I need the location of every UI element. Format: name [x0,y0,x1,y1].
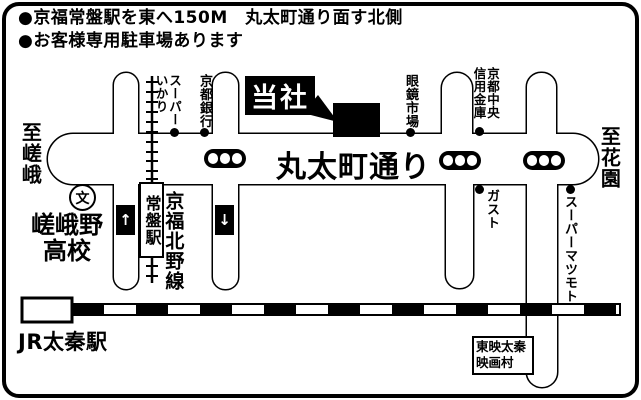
toei-line1: 東映太秦 [476,339,527,354]
shinkin-col1: 京都中央 [485,67,500,119]
tokiwa-station-box: 常盤駅 [139,182,164,258]
landmark-dot [566,185,575,194]
traffic-light-icon [204,149,246,168]
toei-eigamura-box: 東映太秦 映画村 [472,336,534,375]
jr-uzumasa-station-box [20,296,74,324]
school-symbol-icon: 文 [69,184,96,211]
landmark-dot [200,128,209,137]
keifuku-line-label: 京福北野線 [162,191,185,291]
landmark-dot [475,127,484,136]
roads-fill [48,73,598,387]
arrow-down-icon: ↓ [215,205,234,235]
jr-line-stripe [71,303,621,316]
super-matsumoto-label: スーパーマツモト [562,195,578,303]
toei-line2: 映画村 [476,355,514,371]
landmark-dot [170,128,179,137]
company-callout: 当社 [245,76,315,115]
kyoto-bank-label: 京都銀行 [197,74,213,128]
supermarket-ikari-label: スーパー いかり [153,74,183,126]
tokiwa-station-label: 常盤駅 [142,194,162,246]
landmark-dot [475,185,484,194]
megane-ichiba-label: 眼鏡市場 [403,74,419,128]
traffic-light-icon [439,151,481,170]
ikari-col2: いかり [153,74,169,113]
chuo-shinkin-label: 京都中央 信用金庫 [471,67,501,119]
sagano-line2: 高校 [43,237,91,265]
company-building-marker [333,103,380,137]
direction-east-label: 至花園 [597,126,622,189]
direction-west-label: 至嵯峨 [18,122,43,185]
main-road-label: 丸太町通り [276,150,431,185]
sagano-highschool-label: 嵯峨野 高校 [22,212,112,264]
keifuku-railway [146,76,158,283]
ikari-col1: スーパー [167,74,182,126]
shinkin-col2: 信用金庫 [471,67,487,119]
gusto-label: ガスト [484,189,500,230]
note-line-1: ●京福常盤駅を東へ150M 丸太町通り面す北側 [18,8,403,28]
arrow-up-icon: ↑ [116,205,135,235]
callout-pointer [303,95,338,122]
note-line-2: ●お客様専用駐車場あります [18,31,244,51]
sagano-line1: 嵯峨野 [31,211,103,239]
jr-railway [20,296,621,324]
landmark-dot [406,128,415,137]
jr-uzumasa-label: JR太秦駅 [18,330,108,354]
traffic-light-icon [523,151,565,170]
